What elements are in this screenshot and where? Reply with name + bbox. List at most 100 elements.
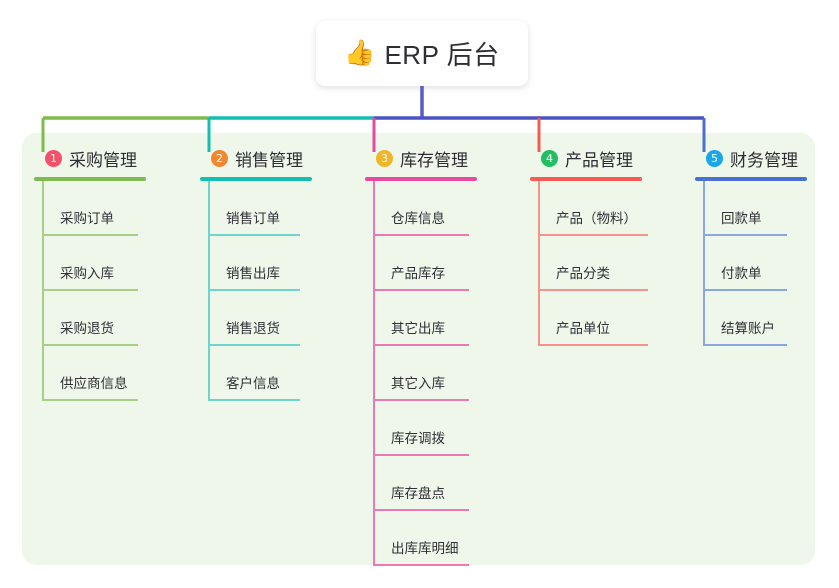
leaf-item[interactable]: 产品单位 [530, 291, 690, 346]
leaf-item[interactable]: 供应商信息 [34, 346, 184, 401]
leaf-item-label: 产品单位 [556, 321, 610, 336]
leaf-item[interactable]: 出库库明细 [365, 511, 515, 566]
category-underline [530, 177, 642, 181]
leaf-item[interactable]: 销售出库 [200, 236, 350, 291]
leaf-item-label: 采购订单 [60, 211, 114, 226]
category-title: 产品管理 [565, 150, 633, 170]
leaf-item[interactable]: 采购订单 [34, 181, 184, 236]
leaf-item[interactable]: 产品分类 [530, 236, 690, 291]
leaf-item-underline [703, 234, 787, 236]
leaf-item-underline [208, 399, 300, 401]
branch-trunk-line [703, 181, 705, 346]
leaf-item-underline [373, 564, 469, 566]
leaf-item[interactable]: 结算账户 [695, 291, 839, 346]
leaf-item-label: 销售订单 [226, 211, 280, 226]
category-underline [365, 177, 477, 181]
leaf-item-label: 结算账户 [721, 321, 775, 336]
category-underline [200, 177, 312, 181]
category-header-5[interactable]: 5 财务管理 [695, 146, 839, 170]
leaf-item-label: 回款单 [721, 211, 762, 226]
leaf-item-underline [373, 509, 469, 511]
leaf-item[interactable]: 库存盘点 [365, 456, 515, 511]
leaf-item[interactable]: 销售订单 [200, 181, 350, 236]
leaf-item-underline [373, 454, 469, 456]
leaf-item-underline [703, 344, 787, 346]
leaf-item-underline [373, 399, 469, 401]
leaf-item-label: 产品分类 [556, 266, 610, 281]
category-header-3[interactable]: 3 库存管理 [365, 146, 515, 170]
category-column-3: 3 库存管理仓库信息产品库存其它出库其它入库库存调拨库存盘点出库库明细 [365, 146, 515, 566]
category-badge-icon: 2 [211, 149, 228, 167]
category-header-2[interactable]: 2 销售管理 [200, 146, 350, 170]
branch-trunk-line [373, 181, 375, 566]
diagram-panel [22, 133, 815, 565]
leaf-item-underline [538, 344, 648, 346]
root-title: ERP 后台 [384, 40, 500, 70]
leaf-item-label: 产品库存 [391, 266, 445, 281]
leaf-item[interactable]: 产品库存 [365, 236, 515, 291]
leaf-item[interactable]: 仓库信息 [365, 181, 515, 236]
leaf-item-underline [373, 344, 469, 346]
root-node[interactable]: 👍 ERP 后台 [316, 21, 528, 86]
leaf-item-underline [42, 399, 138, 401]
leaf-item-underline [373, 289, 469, 291]
leaf-item-label: 销售出库 [226, 266, 280, 281]
leaf-item-underline [208, 234, 300, 236]
leaf-item-label: 仓库信息 [391, 211, 445, 226]
leaf-item-underline [42, 234, 138, 236]
leaf-item[interactable]: 客户信息 [200, 346, 350, 401]
category-branch: 销售订单销售出库销售退货客户信息 [200, 181, 350, 401]
leaf-item[interactable]: 回款单 [695, 181, 839, 236]
leaf-item[interactable]: 其它入库 [365, 346, 515, 401]
category-badge-icon: 3 [376, 149, 393, 167]
leaf-item-label: 采购退货 [60, 321, 114, 336]
category-underline [695, 177, 807, 181]
branch-trunk-line [42, 181, 44, 401]
category-column-2: 2 销售管理销售订单销售出库销售退货客户信息 [200, 146, 350, 401]
category-badge-icon: 5 [706, 149, 723, 167]
category-title: 销售管理 [235, 150, 303, 170]
leaf-item-underline [208, 289, 300, 291]
leaf-item-label: 供应商信息 [60, 376, 128, 391]
leaf-item-label: 销售退货 [226, 321, 280, 336]
leaf-item-label: 库存盘点 [391, 486, 445, 501]
leaf-item[interactable]: 产品（物料） [530, 181, 690, 236]
leaf-item-underline [538, 234, 648, 236]
leaf-item[interactable]: 采购退货 [34, 291, 184, 346]
leaf-item-label: 客户信息 [226, 376, 280, 391]
leaf-item-underline [42, 289, 138, 291]
leaf-item-underline [373, 234, 469, 236]
category-column-5: 5 财务管理回款单付款单结算账户 [695, 146, 839, 346]
category-title: 采购管理 [69, 150, 137, 170]
leaf-item-label: 其它出库 [391, 321, 445, 336]
branch-trunk-line [208, 181, 210, 401]
category-branch: 回款单付款单结算账户 [695, 181, 839, 346]
leaf-item-label: 产品（物料） [556, 211, 637, 226]
category-badge-icon: 4 [541, 149, 558, 167]
leaf-item[interactable]: 付款单 [695, 236, 839, 291]
category-branch: 仓库信息产品库存其它出库其它入库库存调拨库存盘点出库库明细 [365, 181, 515, 566]
leaf-item-label: 出库库明细 [391, 541, 459, 556]
category-title: 库存管理 [400, 150, 468, 170]
leaf-item-label: 采购入库 [60, 266, 114, 281]
leaf-item[interactable]: 销售退货 [200, 291, 350, 346]
category-branch: 产品（物料） 产品分类产品单位 [530, 181, 690, 346]
category-column-4: 4 产品管理产品（物料） 产品分类产品单位 [530, 146, 690, 346]
leaf-item-label: 库存调拨 [391, 431, 445, 446]
leaf-item-underline [703, 289, 787, 291]
leaf-item-label: 其它入库 [391, 376, 445, 391]
category-header-4[interactable]: 4 产品管理 [530, 146, 690, 170]
leaf-item[interactable]: 其它出库 [365, 291, 515, 346]
leaf-item-label: 付款单 [721, 266, 762, 281]
leaf-item-underline [208, 344, 300, 346]
leaf-item-underline [42, 344, 138, 346]
thumbs-up-icon: 👍 [344, 39, 376, 67]
category-title: 财务管理 [730, 150, 798, 170]
category-underline [34, 177, 146, 181]
leaf-item[interactable]: 库存调拨 [365, 401, 515, 456]
leaf-item[interactable]: 采购入库 [34, 236, 184, 291]
branch-trunk-line [538, 181, 540, 346]
